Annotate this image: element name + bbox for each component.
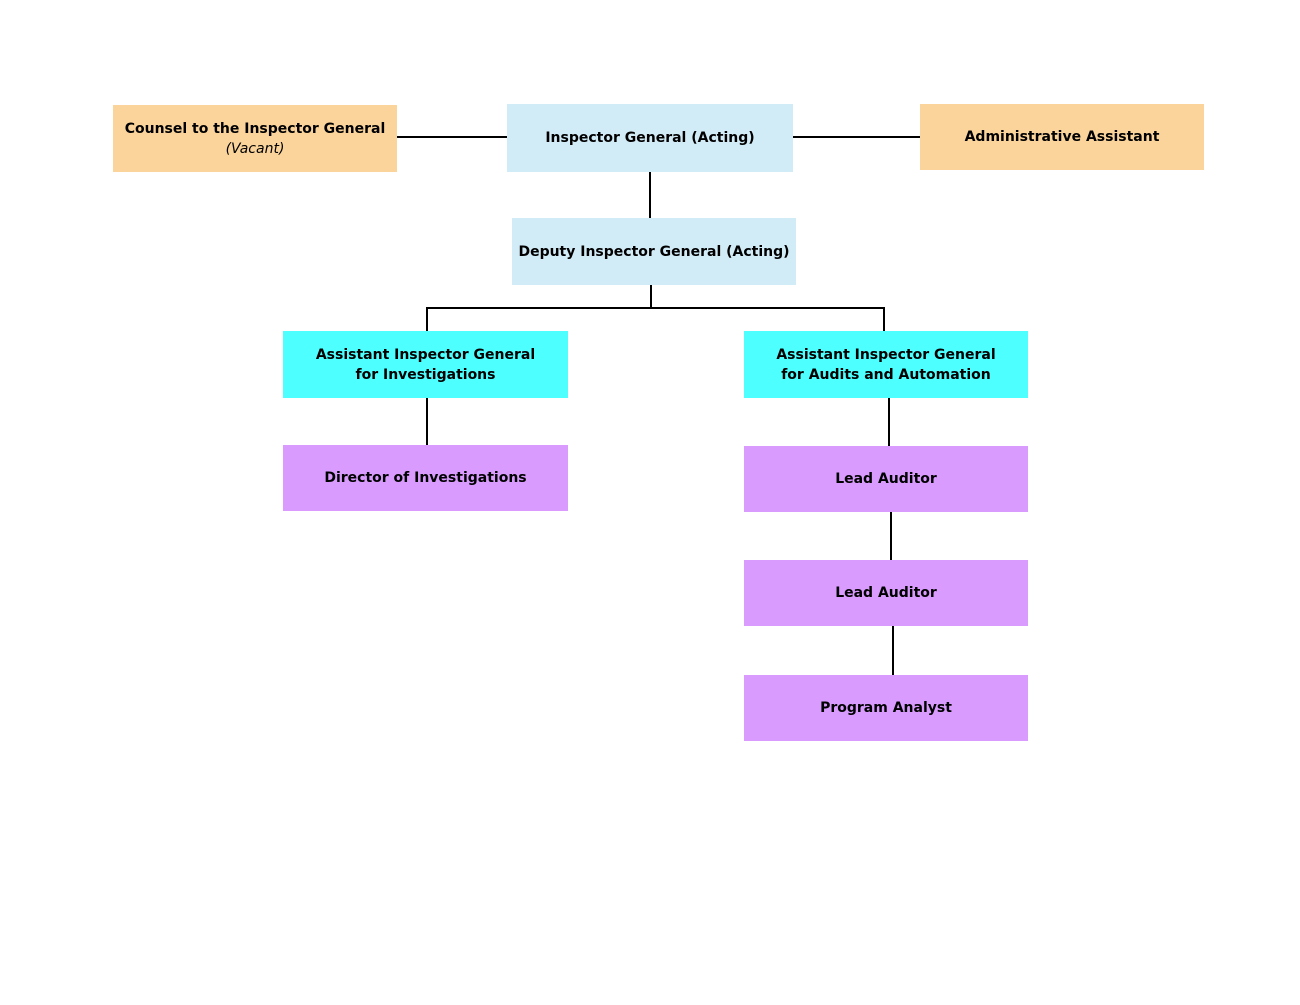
counsel-box: Counsel to the Inspector General (Vacant…: [113, 105, 397, 172]
lead-auditor-2-box: Lead Auditor: [744, 560, 1028, 626]
admin-assistant-box: Administrative Assistant: [920, 104, 1204, 170]
admin-assistant-title: Administrative Assistant: [964, 129, 1160, 145]
inspector-general-title: Inspector General (Acting): [545, 130, 755, 146]
aig-audits-box: Assistant Inspector General for Audits a…: [744, 331, 1028, 398]
inspector-general-box: Inspector General (Acting): [507, 104, 793, 172]
lead-auditor-1-box: Lead Auditor: [744, 446, 1028, 512]
director-investigations-box: Director of Investigations: [283, 445, 568, 511]
counsel-status: (Vacant): [225, 140, 285, 157]
aig-investigations-line1: Assistant Inspector General: [315, 346, 536, 363]
aig-investigations-line2: for Investigations: [355, 366, 496, 383]
deputy-title: Deputy Inspector General (Acting): [518, 243, 790, 260]
program-analyst-title: Program Analyst: [820, 700, 952, 716]
lead-auditor-1-title: Lead Auditor: [835, 471, 937, 487]
counsel-title: Counsel to the Inspector General: [124, 120, 386, 137]
program-analyst-box: Program Analyst: [744, 675, 1028, 741]
lead-auditor-2-title: Lead Auditor: [835, 585, 937, 601]
aig-audits-line1: Assistant Inspector General: [776, 346, 996, 363]
director-investigations-title: Director of Investigations: [324, 470, 527, 486]
aig-audits-line2: for Audits and Automation: [781, 366, 991, 383]
deputy-box: Deputy Inspector General (Acting): [512, 218, 796, 285]
aig-investigations-box: Assistant Inspector General for Investig…: [283, 331, 568, 398]
